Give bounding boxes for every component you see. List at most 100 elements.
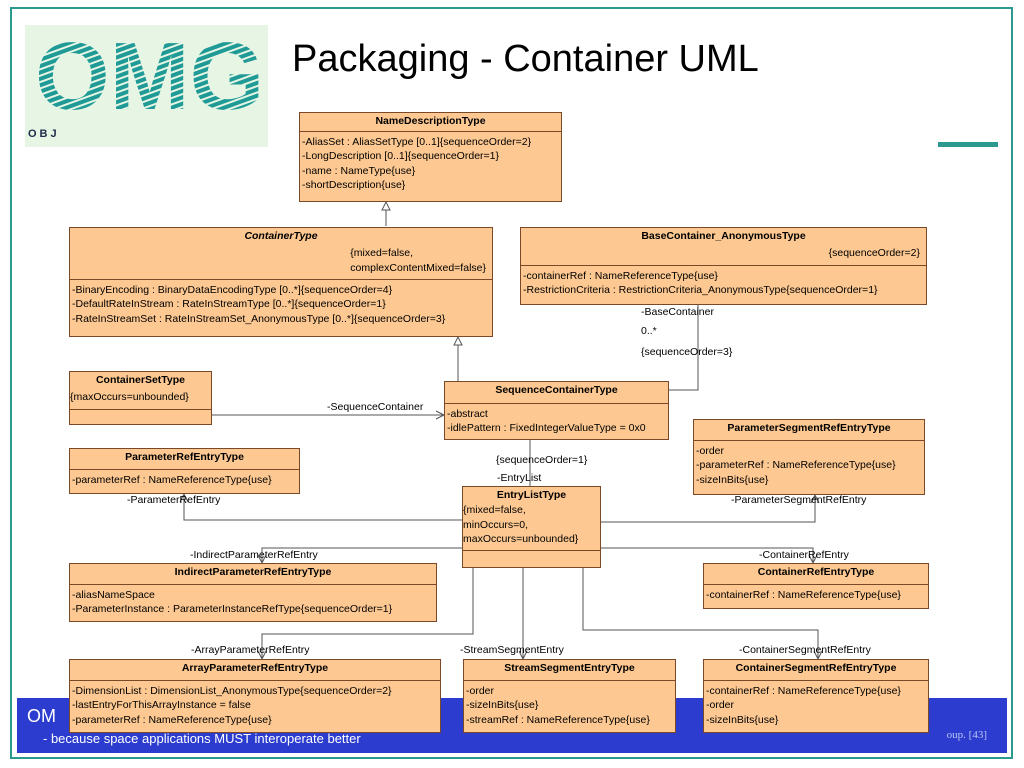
- footer-subtext: - because space applications MUST intero…: [43, 731, 361, 746]
- attribute: -lastEntryForThisArrayInstance = false: [72, 699, 251, 712]
- attribute: -idlePattern : FixedIntegerValueType = 0…: [447, 422, 646, 435]
- class-name: ContainerRefEntryType: [704, 564, 928, 585]
- connector-entrylist-to-parameterref: [183, 494, 463, 521]
- connector-entrylist-to-array: [261, 568, 474, 659]
- class-container-type[interactable]: ContainerType {mixed=false, complexConte…: [69, 227, 493, 337]
- class-name: ContainerSetType: [95, 374, 186, 386]
- class-name-description-type[interactable]: NameDescriptionType -AliasSet : AliasSet…: [299, 112, 562, 202]
- attribute: -order: [706, 699, 735, 712]
- attribute: -sizeInBits{use}: [706, 713, 779, 726]
- attribute: -parameterRef : NameReferenceType{use}: [72, 713, 272, 726]
- class-sequence-container-type[interactable]: SequenceContainerType -abstract -idlePat…: [444, 381, 669, 440]
- role-label: -StreamSegmentEntry: [460, 644, 564, 656]
- teal-accent-bar: [938, 142, 998, 147]
- class-attributes: -order -parameterRef : NameReferenceType…: [694, 441, 924, 490]
- class-attributes: -AliasSet : AliasSetType [0..1]{sequence…: [300, 132, 561, 195]
- logo-subtext: OBJ: [28, 128, 60, 140]
- class-attributes: -parameterRef : NameReferenceType{use}: [70, 470, 299, 490]
- tagged-value: complexContentMixed=false}: [350, 262, 486, 274]
- slide-title: Packaging - Container UML: [292, 38, 759, 80]
- multiplicity-label: 0..*: [641, 325, 657, 337]
- tagged-value: {maxOccurs=unbounded}: [70, 390, 211, 410]
- omg-logo: OMG OBJ: [25, 25, 268, 147]
- omg-logo-mark: OMG: [35, 29, 263, 121]
- class-base-container-anonymous-type[interactable]: BaseContainer_AnonymousType {sequenceOrd…: [520, 227, 927, 305]
- connector-entrylist-to-indirect: [261, 547, 463, 563]
- class-container-segment-ref-entry-type[interactable]: ContainerSegmentRefEntryType -containerR…: [703, 659, 929, 733]
- role-label: -EntryList: [497, 472, 542, 484]
- role-label: -IndirectParameterRefEntry: [190, 549, 318, 561]
- attribute: -LongDescription [0..1]{sequenceOrder=1}: [302, 150, 500, 163]
- class-name: ParameterRefEntryType: [70, 449, 299, 470]
- class-container-ref-entry-type[interactable]: ContainerRefEntryType -containerRef : Na…: [703, 563, 929, 609]
- connector-sequence-to-basecontainer: [669, 305, 699, 391]
- svg-text:OMG: OMG: [35, 29, 263, 121]
- class-name: NameDescriptionType: [300, 113, 561, 132]
- connector-entrylist-to-containersegment: [582, 568, 819, 659]
- class-name: ContainerSegmentRefEntryType: [704, 660, 928, 681]
- connector-entrylist-to-parametersegment: [601, 495, 816, 523]
- role-label: -SequenceContainer: [327, 401, 424, 413]
- attribute: -containerRef : NameReferenceType{use}: [706, 685, 901, 697]
- attribute: -shortDescription{use}: [302, 178, 406, 191]
- arrowhead: [810, 493, 820, 504]
- role-label: -ArrayParameterRefEntry: [191, 644, 310, 656]
- tagged-value: {mixed=false,: [463, 504, 526, 516]
- class-indirect-parameter-ref-entry-type[interactable]: IndirectParameterRefEntryType -aliasName…: [69, 563, 437, 622]
- footer-page-number: oup. [43]: [946, 729, 987, 741]
- attribute: -sizeInBits{use}: [466, 699, 539, 712]
- tagged-value: maxOccurs=unbounded}: [463, 533, 579, 545]
- attribute: -DimensionList : DimensionList_Anonymous…: [72, 685, 392, 697]
- attribute: -RestrictionCriteria : RestrictionCriter…: [523, 284, 878, 297]
- class-attributes: -order -sizeInBits{use} -streamRef : Nam…: [464, 681, 675, 730]
- attribute: -containerRef : NameReferenceType{use}: [523, 270, 718, 282]
- class-array-parameter-ref-entry-type[interactable]: ArrayParameterRefEntryType -DimensionLis…: [69, 659, 441, 733]
- role-label: -ContainerRefEntry: [759, 549, 849, 561]
- class-name: IndirectParameterRefEntryType: [70, 564, 436, 585]
- attribute: -order: [696, 445, 725, 457]
- empty-compartment: [70, 410, 211, 419]
- class-name: BaseContainer_AnonymousType: [641, 230, 806, 242]
- role-label: -ParameterSegmentRefEntry: [731, 494, 867, 506]
- class-attributes: -containerRef : NameReferenceType{use} -…: [521, 266, 926, 301]
- class-attributes: -containerRef : NameReferenceType{use} -…: [704, 681, 928, 730]
- class-entry-list-type[interactable]: EntryListType {mixed=false, minOccurs=0,…: [462, 486, 601, 568]
- tagged-value: {mixed=false,: [350, 247, 414, 259]
- attribute: -parameterRef : NameReferenceType{use}: [696, 459, 896, 472]
- constraint-label: {sequenceOrder=1}: [496, 454, 588, 466]
- attribute: -containerRef : NameReferenceType{use}: [706, 589, 901, 601]
- class-stream-segment-entry-type[interactable]: StreamSegmentEntryType -order -sizeInBit…: [463, 659, 676, 733]
- tagged-value: {sequenceOrder=2}: [521, 246, 926, 266]
- role-label: -ParameterRefEntry: [127, 494, 221, 506]
- slide-frame: [10, 7, 1013, 759]
- footer-text: OM: [27, 706, 56, 726]
- class-tagged-values: {mixed=false, minOccurs=0, maxOccurs=unb…: [463, 503, 600, 551]
- class-parameter-ref-entry-type[interactable]: ParameterRefEntryType -parameterRef : Na…: [69, 448, 300, 494]
- class-name: SequenceContainerType: [445, 382, 668, 404]
- attribute: -order: [466, 685, 495, 697]
- attribute: -AliasSet : AliasSetType [0..1]{sequence…: [302, 136, 532, 148]
- class-attributes: -BinaryEncoding : BinaryDataEncodingType…: [70, 280, 492, 329]
- class-attributes: -containerRef : NameReferenceType{use}: [704, 585, 928, 605]
- attribute: -aliasNameSpace: [72, 589, 155, 601]
- attribute: -RateInStreamSet : RateInStreamSet_Anony…: [72, 312, 446, 325]
- class-container-set-type[interactable]: ContainerSetType {maxOccurs=unbounded}: [69, 371, 212, 425]
- class-name: ArrayParameterRefEntryType: [70, 660, 440, 681]
- attribute: -BinaryEncoding : BinaryDataEncodingType…: [72, 284, 393, 296]
- class-parameter-segment-ref-entry-type[interactable]: ParameterSegmentRefEntryType -order -par…: [693, 419, 925, 495]
- class-tagged-values: {mixed=false, complexContentMixed=false}: [70, 246, 492, 280]
- attribute: -DefaultRateInStream : RateInStreamType …: [72, 298, 386, 311]
- attribute: -parameterRef : NameReferenceType{use}: [72, 474, 272, 486]
- attribute: -name : NameType{use}: [302, 164, 416, 177]
- class-attributes: -DimensionList : DimensionList_Anonymous…: [70, 681, 440, 730]
- attribute: -sizeInBits{use}: [696, 473, 769, 486]
- class-attributes: -aliasNameSpace -ParameterInstance : Par…: [70, 585, 436, 620]
- class-name: ParameterSegmentRefEntryType: [694, 420, 924, 441]
- class-name: StreamSegmentEntryType: [464, 660, 675, 681]
- generalization-arrow: [453, 335, 463, 346]
- role-label: -ContainerSegmentRefEntry: [739, 644, 871, 656]
- connector-entrylist-to-containerref: [601, 547, 814, 563]
- attribute: -abstract: [447, 408, 488, 420]
- attribute: -ParameterInstance : ParameterInstanceRe…: [72, 603, 393, 616]
